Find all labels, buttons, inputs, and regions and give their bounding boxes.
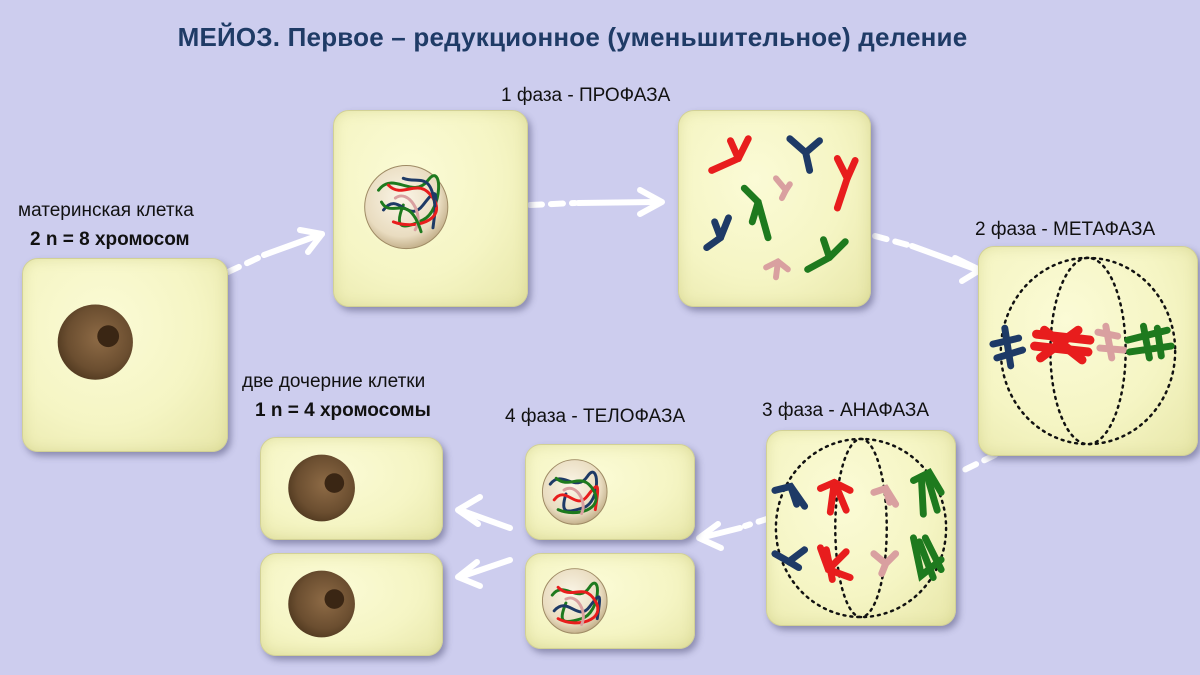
arrow-prophase-to-late-prophase — [527, 187, 665, 217]
telophase-cell-bottom — [525, 553, 695, 649]
nucleolus — [324, 473, 345, 493]
mother-cell — [22, 258, 228, 452]
chromosome-green-bottom — [909, 534, 945, 582]
chromosome-red — [708, 135, 752, 174]
daughter-cell-top — [260, 437, 443, 540]
daughter-cells-chromosome-count: 1 n = 4 хромосомы — [255, 400, 431, 421]
nucleus — [288, 570, 355, 638]
chromosome-red-bottom — [816, 544, 854, 583]
arrow-telophase-to-daughter-bottom — [455, 557, 513, 589]
nucleolus — [97, 325, 120, 348]
arrow-anaphase-to-telophase — [696, 515, 773, 551]
mother-cell-label: материнская клетка — [18, 200, 194, 221]
chromosome-pink-2 — [763, 257, 791, 281]
chromosome-green — [740, 184, 772, 242]
chromosome-pink-top — [870, 484, 900, 508]
tangled-chromatin — [548, 470, 600, 516]
nucleolus — [324, 589, 345, 609]
chromosome-red-top — [816, 478, 854, 516]
phase-4-label: 4 фаза - ТЕЛОФАЗА — [505, 406, 686, 427]
chromosome-blue-top — [771, 482, 809, 510]
arrow-metaphase-to-anaphase — [957, 452, 998, 475]
arrow-mother-to-prophase — [225, 227, 325, 275]
tangled-chromatin — [377, 174, 441, 234]
nucleus — [288, 454, 355, 522]
chromosome-pink-bottom — [870, 550, 900, 577]
nucleus — [57, 304, 133, 380]
chromosome-blue-bottom — [771, 546, 809, 572]
chromosome-pink — [773, 175, 793, 202]
nucleus — [364, 164, 449, 250]
arrow-telophase-to-daughter-top — [455, 494, 513, 531]
telophase-cell-top — [525, 444, 695, 540]
chromosome-green-top — [909, 468, 945, 518]
metaphase-cell — [978, 246, 1198, 456]
tangled-chromatin — [550, 581, 602, 626]
mother-cell-chromosome-count: 2 n = 8 хромосом — [30, 229, 190, 250]
prophase-cell — [333, 110, 528, 307]
phase-2-label: 2 фаза - МЕТАФАЗА — [975, 219, 1156, 240]
chromosome-blue — [786, 135, 823, 174]
diagram-title: МЕЙОЗ. Первое – редукционное (уменьшител… — [177, 22, 968, 52]
phase-3-label: 3 фаза - АНАФАЗА — [762, 400, 930, 421]
chromosome-blue-2 — [703, 214, 732, 252]
late-prophase-cell — [678, 110, 871, 307]
chromosome-red-2 — [833, 155, 859, 212]
chromosome-green-2 — [804, 236, 849, 273]
daughter-cell-bottom — [260, 553, 443, 656]
equatorial-chromosomes — [989, 322, 1175, 370]
arrow-late-prophase-to-metaphase — [872, 233, 983, 284]
phase-1-label: 1 фаза - ПРОФАЗА — [501, 85, 671, 106]
spindle-fibers — [774, 437, 948, 619]
anaphase-cell — [766, 430, 956, 626]
daughter-cells-label: две дочерние клетки — [242, 371, 426, 392]
